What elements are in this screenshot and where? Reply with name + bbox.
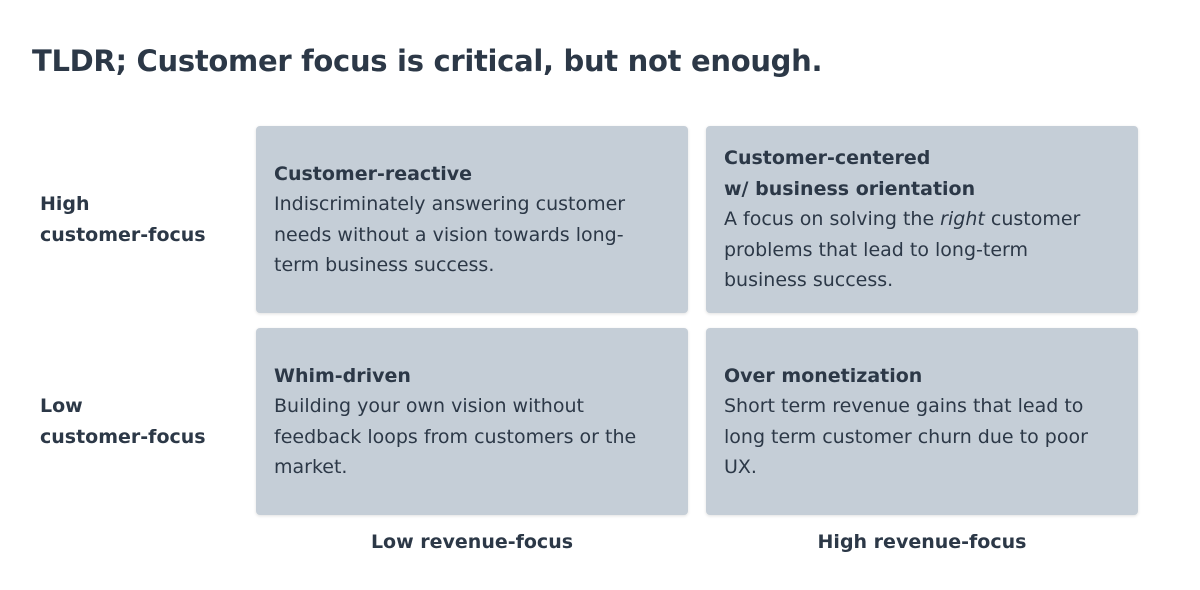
quadrant-title: Whim-driven	[274, 361, 676, 392]
description-line: market.	[274, 456, 348, 478]
description-prefix: A focus on solving the	[724, 208, 941, 231]
quadrant-description: A focus on solving the right customer pr…	[724, 204, 1126, 296]
quadrant-customer-reactive: Customer-reactive Indiscriminately answe…	[256, 126, 688, 313]
description-line: business success.	[724, 269, 894, 292]
description-line: feedback loops from customers or the	[274, 425, 637, 448]
description-line: needs without a vision towards long-	[274, 223, 624, 246]
column-label-low-revenue-focus: Low revenue-focus	[370, 531, 574, 553]
description-line: A focus on solving the right customer	[724, 204, 1126, 235]
quadrant-title-text: Over monetization	[724, 364, 923, 387]
quadrant-title-text: Customer-reactive	[274, 162, 473, 185]
description-line: long term customer churn due to poor	[724, 425, 1088, 448]
description-line: Indiscriminately answering customer	[274, 193, 626, 215]
description-emphasis: right	[940, 208, 985, 231]
row-label-high-line2: customer-focus	[40, 224, 206, 246]
quadrant-title: Customer-centered w/ business orientatio…	[724, 143, 1126, 204]
description-line: Short term revenue gains that lead to	[724, 395, 1084, 417]
description-line: UX.	[724, 456, 757, 478]
quadrant-whim-driven: Whim-driven Building your own vision wit…	[256, 328, 688, 515]
quadrant-title: Over monetization	[724, 361, 1126, 392]
quadrant-title-text: Whim-driven	[274, 364, 411, 387]
row-label-high-customer-focus: High customer-focus	[40, 189, 240, 251]
row-label-low-line2: customer-focus	[40, 426, 206, 448]
quadrant-description: Short term revenue gains that lead to lo…	[724, 391, 1126, 483]
page-title: TLDR; Customer focus is critical, but no…	[32, 44, 823, 78]
description-line: problems that lead to long-term	[724, 238, 1028, 261]
description-line: term business success.	[274, 254, 495, 276]
description-line: Building your own vision without	[274, 395, 584, 417]
column-label-high-revenue-focus: High revenue-focus	[817, 531, 1027, 553]
quadrant-title: Customer-reactive	[274, 159, 676, 190]
description-suffix: customer	[984, 208, 1081, 231]
quadrant-description: Building your own vision without feedbac…	[274, 391, 676, 483]
quadrant-customer-centered: Customer-centered w/ business orientatio…	[706, 126, 1138, 313]
quadrant-title-line1: Customer-centered	[724, 147, 931, 170]
row-label-high-line1: High	[40, 193, 90, 215]
quadrant-title-line2: w/ business orientation	[724, 177, 976, 200]
quadrant-over-monetization: Over monetization Short term revenue gai…	[706, 328, 1138, 515]
row-label-low-customer-focus: Low customer-focus	[40, 391, 240, 453]
quadrant-description: Indiscriminately answering customer need…	[274, 189, 676, 281]
row-label-low-line1: Low	[40, 395, 83, 417]
